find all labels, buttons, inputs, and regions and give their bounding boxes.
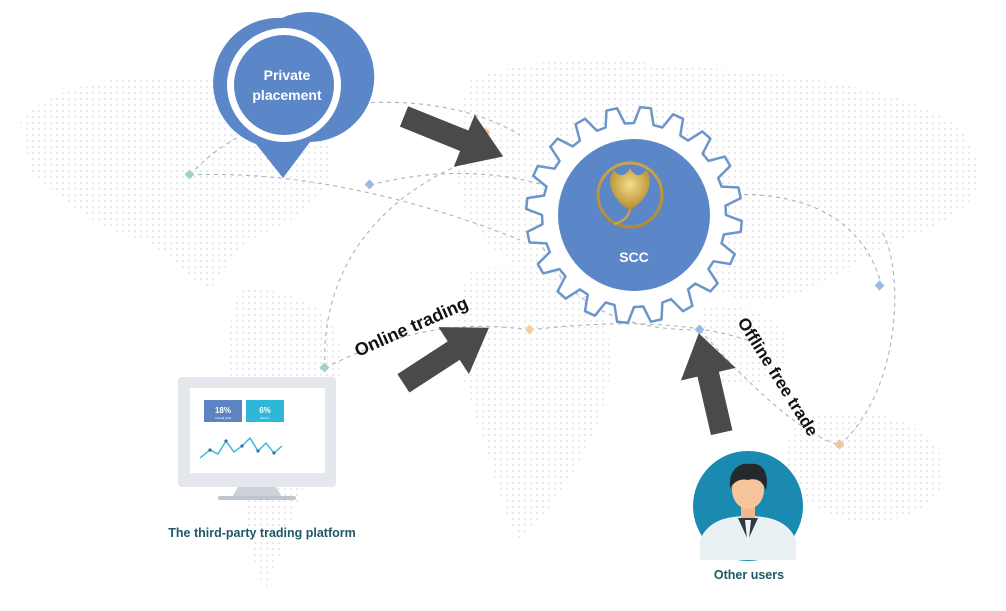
stat-card-2 <box>246 400 284 422</box>
stat-card-1-value: 18% <box>215 406 231 415</box>
private-placement-bubble: Private placement <box>213 12 375 178</box>
stat-card-1 <box>204 400 242 422</box>
arrow-offline-trade <box>680 333 736 436</box>
arrow-online-trading <box>397 327 489 393</box>
stat-card-2-caption: Return <box>260 416 269 420</box>
scc-gear: SCC <box>524 105 744 325</box>
other-users-label: Other users <box>714 568 784 582</box>
world-map-background <box>20 60 979 590</box>
private-placement-label-line1: Private <box>264 67 311 83</box>
stat-card-2-value: 6% <box>259 406 271 415</box>
monitor-icon: 18% Annual yield 6% Return <box>178 377 336 500</box>
private-placement-label-line2: placement <box>252 87 322 103</box>
user-avatar-icon <box>693 451 803 561</box>
arrow-private-placement <box>399 106 504 167</box>
stat-card-1-caption: Annual yield <box>215 416 232 420</box>
platform-label: The third-party trading platform <box>168 526 356 540</box>
scc-label: SCC <box>619 249 649 265</box>
ginkgo-leaf-icon <box>596 161 664 229</box>
